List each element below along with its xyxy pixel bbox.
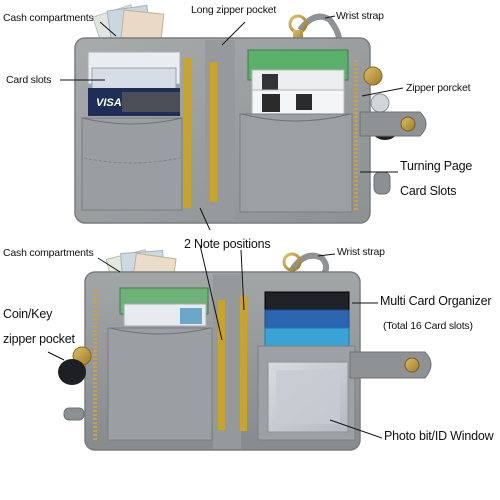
top-snap-button bbox=[400, 116, 416, 132]
label-card-slots-2: Card Slots bbox=[400, 184, 457, 198]
top-right-card-slots bbox=[239, 49, 353, 213]
top-note-strip-left bbox=[183, 58, 191, 208]
label-multi-card-organizer: Multi Card Organizer bbox=[380, 294, 492, 308]
label-wrist-strap-bottom: Wrist strap bbox=[337, 246, 385, 258]
visa-card-text: VISA bbox=[96, 97, 122, 109]
label-zipper-porcket: Zipper porcket bbox=[406, 82, 471, 94]
label-zipper-pocket: zipper pocket bbox=[3, 332, 75, 346]
bottom-zipper-pull bbox=[63, 407, 85, 421]
bottom-wallet bbox=[58, 249, 432, 451]
label-card-slots: Card slots bbox=[6, 74, 52, 86]
label-wrist-strap-top: Wrist strap bbox=[336, 10, 384, 22]
label-note-positions: 2 Note positions bbox=[184, 237, 271, 251]
top-snap-tab bbox=[359, 111, 427, 137]
top-wallet: VISA bbox=[74, 4, 427, 224]
callout-lines bbox=[47, 15, 404, 439]
bottom-note-strip-right bbox=[240, 296, 247, 431]
label-total-16-card-slots: (Total 16 Card slots) bbox=[383, 320, 473, 332]
label-turning-page: Turning Page bbox=[400, 159, 473, 173]
top-coin-1 bbox=[363, 66, 383, 86]
label-photo-id-window: Photo bit/ID Window bbox=[384, 429, 494, 443]
top-note-strip-right bbox=[210, 62, 217, 202]
top-coin-2 bbox=[370, 93, 390, 113]
bottom-snap-button bbox=[404, 357, 420, 373]
label-cash-compartments-bottom: Cash compartments bbox=[3, 247, 94, 259]
bottom-left-card-slots bbox=[107, 287, 213, 441]
label-cash-compartments-top: Cash compartments bbox=[3, 12, 94, 24]
label-coin-key: Coin/Key bbox=[3, 307, 53, 321]
label-long-zipper-pocket: Long zipper pocket bbox=[191, 4, 277, 16]
bottom-right-card-slots bbox=[257, 291, 356, 441]
bottom-strap-clasp bbox=[282, 252, 302, 272]
bottom-key-fob bbox=[58, 359, 86, 385]
top-left-card-slots: VISA bbox=[81, 51, 183, 211]
bottom-note-strip-left bbox=[218, 300, 225, 430]
